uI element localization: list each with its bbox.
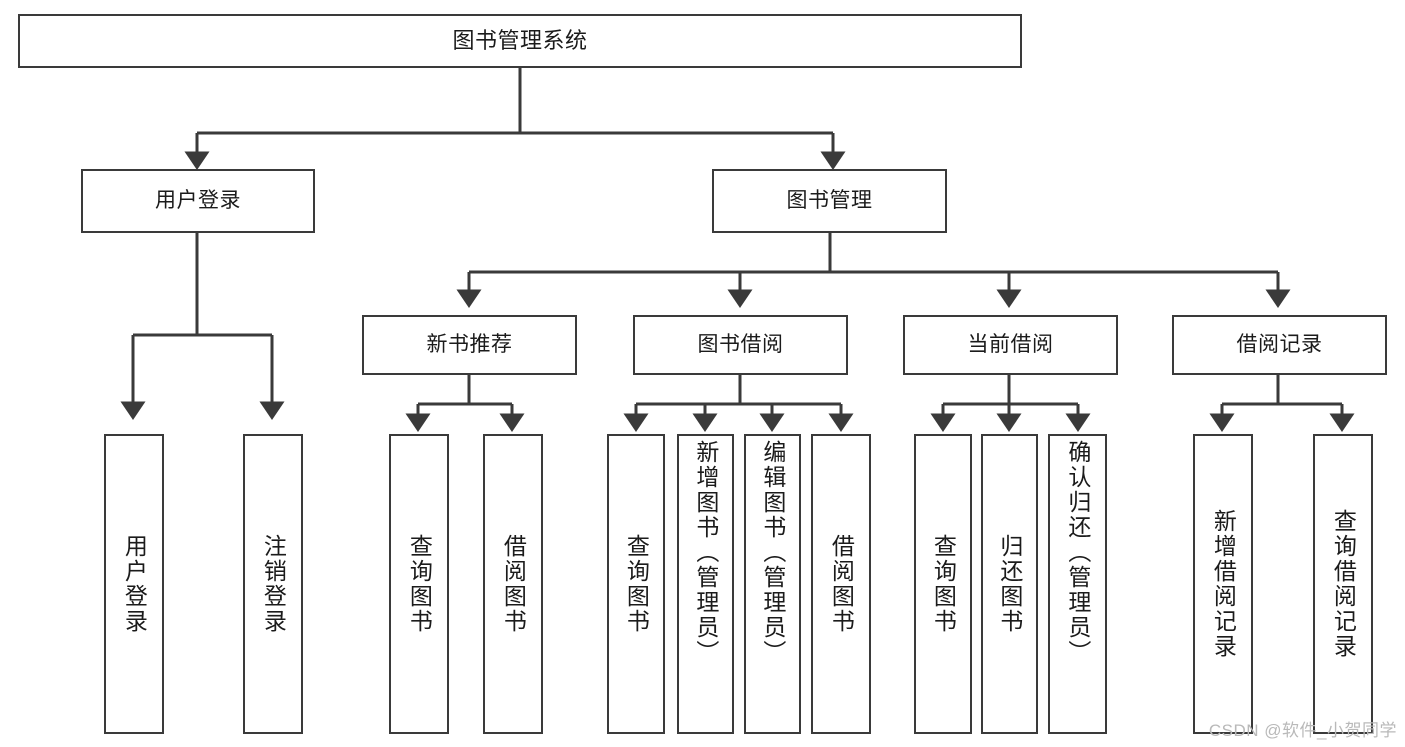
node-label: 注销登录: [260, 534, 287, 634]
node-current-borrow[interactable]: 当前借阅: [903, 315, 1118, 375]
node-book-borrow[interactable]: 图书借阅: [633, 315, 848, 375]
node-label: 借阅图书: [828, 534, 855, 634]
node-label: 借阅记录: [1236, 333, 1323, 357]
leaf-borrow-edit-book-admin[interactable]: 编辑图书（管理员）: [744, 434, 801, 734]
node-label: 当前借阅: [967, 333, 1054, 357]
node-label: 查询借阅记录: [1330, 509, 1357, 659]
leaf-borrow-borrow-book[interactable]: 借阅图书: [811, 434, 871, 734]
node-root-system[interactable]: 图书管理系统: [18, 14, 1022, 68]
node-label: 确认归还（管理员）: [1064, 440, 1091, 665]
leaf-current-query-book[interactable]: 查询图书: [914, 434, 972, 734]
node-label: 图书借阅: [697, 333, 784, 357]
leaf-record-add-record[interactable]: 新增借阅记录: [1193, 434, 1253, 734]
node-label: 查询图书: [930, 534, 957, 634]
leaf-record-query-record[interactable]: 查询借阅记录: [1313, 434, 1373, 734]
node-label: 查询图书: [406, 534, 433, 634]
node-label: 图书管理系统: [452, 27, 588, 53]
leaf-recommend-query-book[interactable]: 查询图书: [389, 434, 449, 734]
node-label: 用户登录: [121, 534, 148, 634]
leaf-borrow-add-book-admin[interactable]: 新增图书（管理员）: [677, 434, 734, 734]
node-label: 新增图书（管理员）: [692, 440, 719, 665]
leaf-current-confirm-return-admin[interactable]: 确认归还（管理员）: [1048, 434, 1107, 734]
node-label: 图书管理: [786, 189, 873, 213]
leaf-user-logout[interactable]: 注销登录: [243, 434, 303, 734]
node-label: 新增借阅记录: [1210, 509, 1237, 659]
node-new-book-recommend[interactable]: 新书推荐: [362, 315, 577, 375]
node-label: 新书推荐: [426, 333, 513, 357]
leaf-recommend-borrow-book[interactable]: 借阅图书: [483, 434, 543, 734]
node-user-login[interactable]: 用户登录: [81, 169, 315, 233]
node-label: 借阅图书: [500, 534, 527, 634]
node-label: 用户登录: [155, 189, 241, 213]
csdn-watermark: CSDN @软件_小贺同学: [1208, 721, 1397, 740]
leaf-current-return-book[interactable]: 归还图书: [981, 434, 1038, 734]
node-borrow-record[interactable]: 借阅记录: [1172, 315, 1387, 375]
leaf-borrow-query-book[interactable]: 查询图书: [607, 434, 665, 734]
node-label: 编辑图书（管理员）: [759, 440, 786, 665]
leaf-user-login[interactable]: 用户登录: [104, 434, 164, 734]
node-label: 查询图书: [623, 534, 650, 634]
node-book-management[interactable]: 图书管理: [712, 169, 947, 233]
node-label: 归还图书: [996, 534, 1023, 634]
